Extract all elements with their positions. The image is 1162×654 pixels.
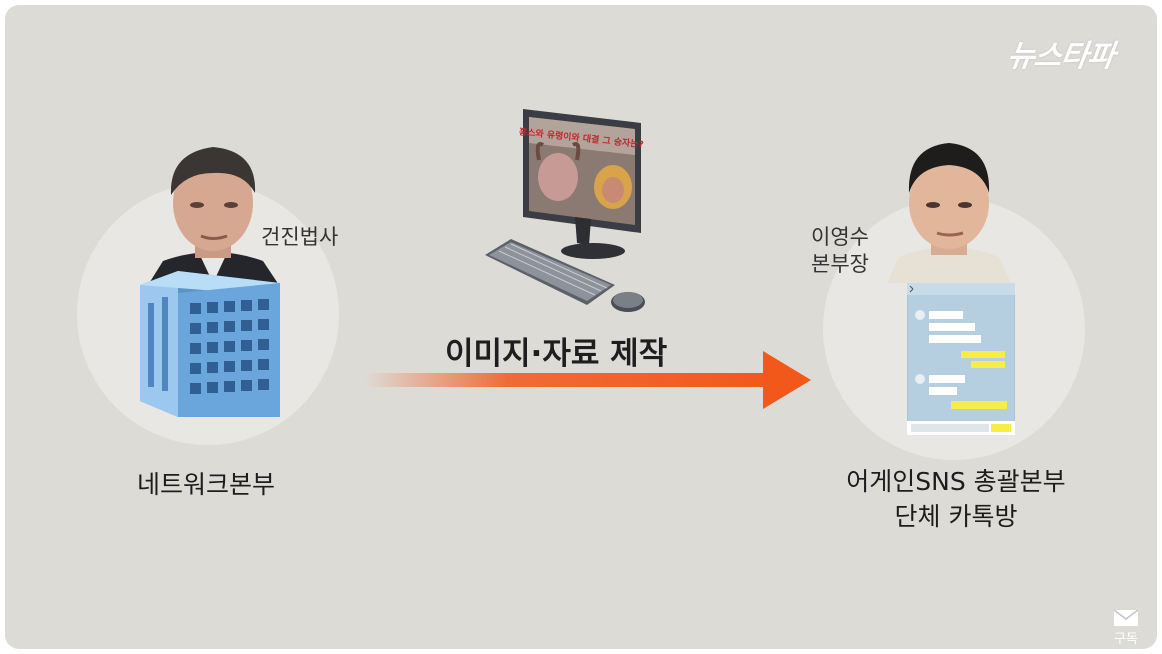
right-org-name: 어게인SNS 총괄본부 <box>846 467 1066 496</box>
right-person-label: 이영수 본부장 <box>811 224 869 278</box>
right-org-sub: 단체 카톡방 <box>894 502 1018 531</box>
right-org-label: 어게인SNS 총괄본부 단체 카톡방 <box>831 464 1081 534</box>
building-icon <box>140 271 280 417</box>
mail-icon <box>1113 609 1139 626</box>
process-arrow <box>365 351 811 409</box>
right-person-portrait <box>887 143 1011 283</box>
subscribe-button[interactable]: 구독 <box>1113 609 1139 647</box>
left-person-portrait <box>148 147 279 285</box>
left-person-label: 건진법사 <box>261 225 339 249</box>
slide: 뉴스타파 건진법사 네트워크본부 홍스와 <box>5 5 1157 649</box>
chat-room-icon <box>907 283 1015 435</box>
subscribe-label: 구독 <box>1114 632 1138 647</box>
newstapa-logo: 뉴스타파 <box>1005 39 1117 74</box>
right-person-title: 본부장 <box>811 252 869 276</box>
computer-illustration: 홍스와 유령이와 대결 그 승자는? <box>485 109 645 312</box>
arrow-label: 이미지·자료 제작 <box>445 336 668 372</box>
left-org-label: 네트워크본부 <box>137 470 276 499</box>
right-person-name: 이영수 <box>811 225 869 249</box>
